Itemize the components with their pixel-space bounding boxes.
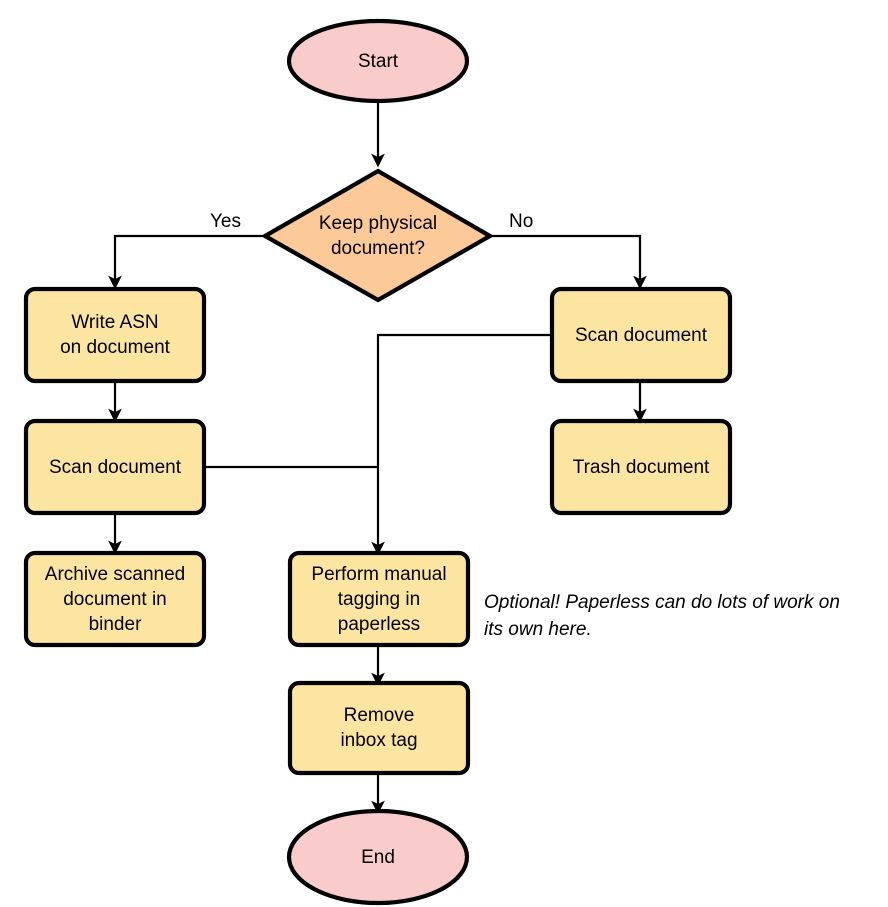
edge-scan-right-to-tagging — [371, 333, 552, 556]
node-archive-shape — [23, 550, 207, 648]
node-start-shape — [286, 18, 470, 104]
node-remove-inbox-shape — [287, 680, 471, 776]
optional-note: Optional! Paperless can do lots of work … — [484, 592, 840, 640]
node-tagging-shape — [287, 550, 471, 648]
edge-decision-yes-to-write-asn — [108, 234, 265, 290]
edge-decision-no-to-scan-right — [490, 234, 647, 290]
node-scan-right-shape — [549, 286, 733, 384]
node-end-shape — [286, 808, 470, 906]
edge-label-no: No — [509, 211, 534, 232]
node-write-asn-shape — [23, 286, 207, 384]
edge-label-yes: Yes — [210, 211, 241, 232]
node-trash-shape — [549, 418, 733, 516]
node-decision-shape — [260, 168, 495, 303]
node-scan-left-shape — [23, 418, 207, 516]
